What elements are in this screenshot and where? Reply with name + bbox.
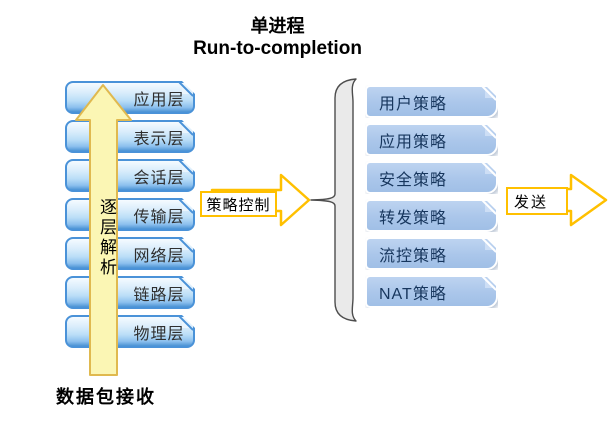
policy-label: 用户策略 [379,95,448,113]
policy-label: 应用策略 [379,133,448,151]
title-line-1: 单进程 [250,16,305,36]
brace-shape [310,78,357,322]
policy-control-label: 策略控制 [200,191,277,217]
osi-layer-label: 会话层 [133,169,185,187]
policy-label: NAT策略 [379,285,447,303]
osi-layer-box-presentation: 表示层 [65,120,195,153]
osi-layer-label: 传输层 [133,208,185,226]
policy-box-application: 应用策略 [365,123,498,156]
policy-box-flow-control: 流控策略 [365,237,498,270]
policy-box-user: 用户策略 [365,85,498,118]
policy-box-forwarding: 转发策略 [365,199,498,232]
policy-box-nat: NAT策略 [365,275,498,308]
osi-layer-label: 应用层 [133,91,185,109]
osi-layer-label: 链路层 [133,286,185,304]
policy-label: 流控策略 [379,247,448,265]
policy-box-security: 安全策略 [365,161,498,194]
page-title: 单进程 Run-to-completion [120,14,435,60]
osi-layer-box-link: 链路层 [65,276,195,309]
osi-layer-box-session: 会话层 [65,159,195,192]
osi-layer-box-physical: 物理层 [65,315,195,348]
send-label: 发送 [506,187,568,215]
policy-label: 安全策略 [379,171,448,189]
packet-receive-label: 数据包接收 [56,387,156,407]
osi-layer-box-application: 应用层 [65,81,195,114]
policy-label: 转发策略 [379,209,448,227]
osi-layer-label: 物理层 [133,325,185,343]
up-arrow-label: 逐层解析 [97,198,116,278]
osi-layer-label: 网络层 [133,247,185,265]
osi-layer-box-transport: 传输层 [65,198,195,231]
title-line-2: Run-to-completion [193,38,362,59]
osi-layer-label: 表示层 [133,130,185,148]
osi-layer-box-network: 网络层 [65,237,195,270]
